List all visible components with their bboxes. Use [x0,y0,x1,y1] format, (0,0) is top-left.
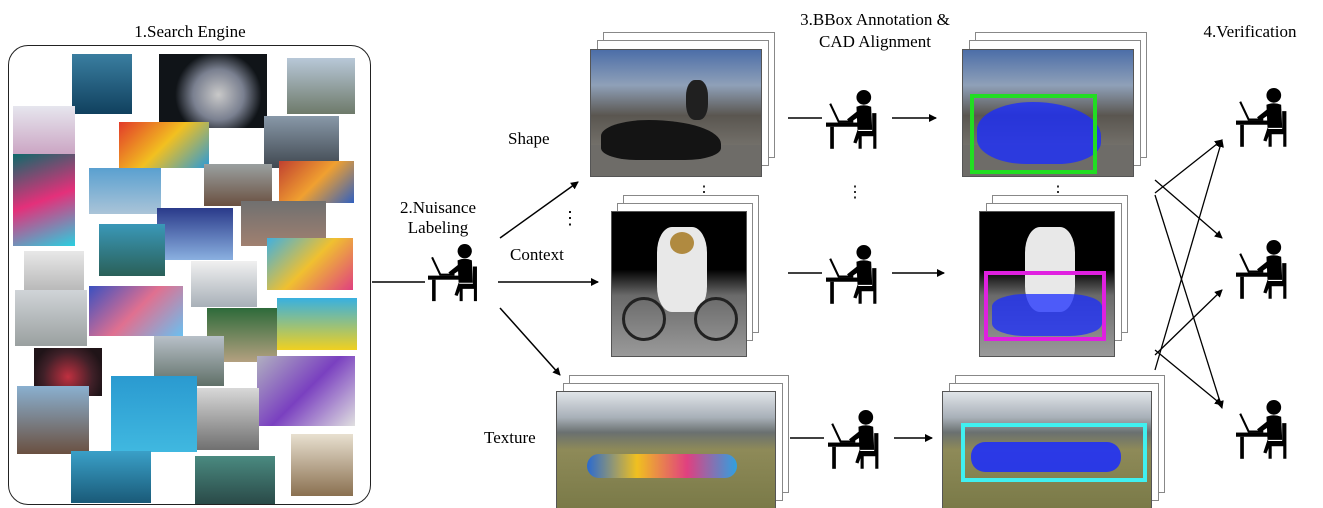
collage-image-van [13,106,75,158]
arrow-v1 [1154,139,1223,194]
texture-painted-airplane-image [556,391,776,508]
labeling-annotator-icon [426,242,478,303]
collage-image-plane-front [191,261,257,307]
arrow-v4 [1154,139,1224,371]
shape-annotated-image [962,49,1134,177]
collage-image-pool-umbrella [111,376,197,452]
stage-nuisance-label-line1: 2.Nuisance [399,198,476,217]
collage-image-sports-car [89,168,161,214]
context-astronaut-bicycle-image [611,211,747,357]
collage-image-bicycle-snow [15,290,87,346]
collage-image-underwater-chair [72,54,132,114]
arrow-v6 [1154,349,1223,406]
collage-image-egg-chair [291,434,353,496]
ellipsis-annotator: ⋮ [847,184,863,201]
stage-search-engine-label: 1.Search Engine [134,22,246,41]
collage-image-blended-wing-plane [157,208,233,260]
verifier-annotator-icon-1 [1234,86,1288,148]
nuisance-context-label: Context [510,245,564,264]
nuisance-texture-label: Texture [484,428,536,447]
collage-image-rainy-street [264,116,339,168]
arrow-v3 [1154,194,1224,409]
collage-image-painted-bus [119,122,209,168]
verifier-annotator-icon-2 [1234,238,1288,300]
nuisance-shape-label: Shape [508,129,550,148]
collage-image-overturned-car [204,164,272,206]
texture-annotated-image [942,391,1152,508]
shape-annotator-icon [824,88,878,150]
context-annotator-icon [824,243,878,305]
stage-bbox-label-line2: CAD Alignment [819,32,931,51]
collage-image-yellow-bike [277,298,357,350]
collage-image-underwater-chairs [71,451,151,503]
collage-image-patterned-sofa [89,286,183,336]
texture-annotator-icon [826,408,880,470]
shape-motorcycle-image [590,49,762,177]
arrow-to-shape [499,181,579,239]
verifier-annotator-icon-3 [1234,398,1288,460]
search-engine-collage [8,45,371,505]
arrow-to-texture [499,307,561,376]
collage-image-motorcycle-rider [257,356,355,426]
collage-image-neon-chair [13,154,75,246]
collage-image-decorated-boat [279,161,354,203]
context-bounding-box [984,271,1106,341]
collage-image-painted-plane [267,238,353,290]
shape-bounding-box [970,94,1097,174]
collage-image-bike-stunt [197,388,259,450]
stage-nuisance-label-line2: Labeling [407,218,469,237]
collage-image-foggy-plane [24,251,84,291]
collage-image-picnic-table [287,58,355,114]
context-annotated-image [979,211,1115,357]
collage-image-sailing-ship [17,386,89,454]
ellipsis-nuisance: ⋮ [561,208,579,228]
collage-image-underwater-wreck [99,224,165,276]
collage-image-moon-planet [159,54,267,128]
collage-image-teal-interior [195,456,275,504]
stage-verification-label: 4.Verification [1203,22,1297,41]
arrow-v5 [1154,289,1223,356]
stage-bbox-label-line1: 3.BBox Annotation & [800,10,950,29]
arrow-v2 [1154,179,1223,239]
texture-bounding-box [961,423,1147,482]
